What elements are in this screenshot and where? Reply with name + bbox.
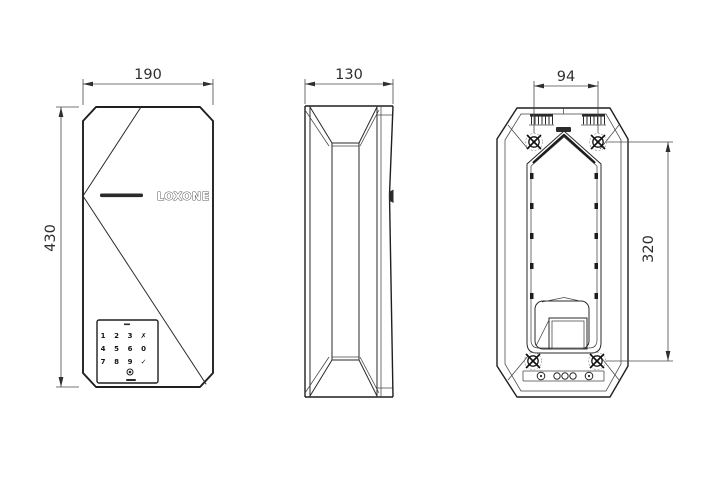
bottom-terminal-band [522, 370, 605, 382]
dimension-height-430: 430 [43, 106, 79, 388]
dimension-label-width: 190 [134, 67, 162, 83]
keypad-key: 1 [101, 332, 106, 340]
keypad-key: 9 [128, 358, 133, 366]
keypad-panel: 1 2 3 ✗ 4 5 6 0 7 8 9 ✓ [96, 319, 159, 384]
cable-entry-icon [561, 372, 569, 380]
front-view: LOXONE 1 2 3 ✗ 4 5 6 0 7 8 9 ✓ [43, 67, 214, 388]
keypad-key: 8 [114, 358, 119, 366]
screw-boss-icon [536, 371, 546, 381]
keypad-key: 5 [114, 345, 119, 353]
keypad-key-cancel: ✗ [141, 332, 147, 340]
back-recess-outer [526, 130, 602, 354]
back-view: 94 320 [496, 69, 673, 398]
cable-entry-icon [553, 372, 561, 380]
side-back-edge [388, 105, 394, 398]
doorbell-button-dot [128, 370, 132, 374]
front-cover-seam-upper [82, 106, 142, 197]
dimension-label-hole-vertical: 320 [641, 235, 657, 263]
dimension-hole-vertical-320: 320 [606, 141, 673, 362]
side-latch-icon [389, 189, 394, 203]
vent-slot-icon [581, 114, 606, 126]
keypad-outline [96, 319, 159, 384]
cable-compartment [534, 297, 590, 350]
dimension-label-height: 430 [43, 224, 59, 252]
keypad-key: 6 [128, 345, 133, 353]
keypad-key: 3 [128, 332, 133, 340]
dimension-label-hole-spacing: 94 [557, 69, 575, 85]
back-recess-inner [530, 136, 598, 349]
brand-logo: LOXONE [157, 190, 210, 203]
keypad-top-indicator [124, 323, 130, 326]
keypad-key: 7 [101, 358, 106, 366]
mounting-screw-icon [524, 352, 542, 370]
keypad-key: 0 [141, 345, 146, 353]
keypad-bottom-indicator [126, 379, 136, 381]
mounting-clip-ticks [530, 173, 598, 299]
front-cover-seam-lower [82, 195, 207, 385]
screw-boss-icon [584, 371, 594, 381]
dimension-depth-130: 130 [304, 67, 394, 104]
vent-slot-icon [529, 114, 554, 126]
status-led-bar-icon [100, 193, 143, 198]
keypad-key: 2 [114, 332, 119, 340]
dimension-label-depth: 130 [335, 67, 363, 83]
back-recess-chevron [532, 133, 596, 164]
nameplate-badge-icon [556, 127, 571, 132]
mounting-screw-icon [589, 133, 607, 151]
front-body-outline [82, 106, 214, 388]
dimension-width-190: 190 [82, 67, 214, 105]
side-view: 130 [304, 67, 394, 398]
keypad-key: 4 [101, 345, 106, 353]
mounting-screw-icon [525, 133, 543, 151]
back-body-outline [496, 107, 629, 398]
dimension-hole-spacing-94: 94 [533, 69, 599, 133]
cable-entry-icon [569, 372, 577, 380]
keypad-key-confirm: ✓ [141, 358, 147, 366]
doorbell-button-icon [126, 368, 134, 376]
mounting-screw-icon [588, 352, 606, 370]
back-inner-outline [504, 113, 622, 392]
